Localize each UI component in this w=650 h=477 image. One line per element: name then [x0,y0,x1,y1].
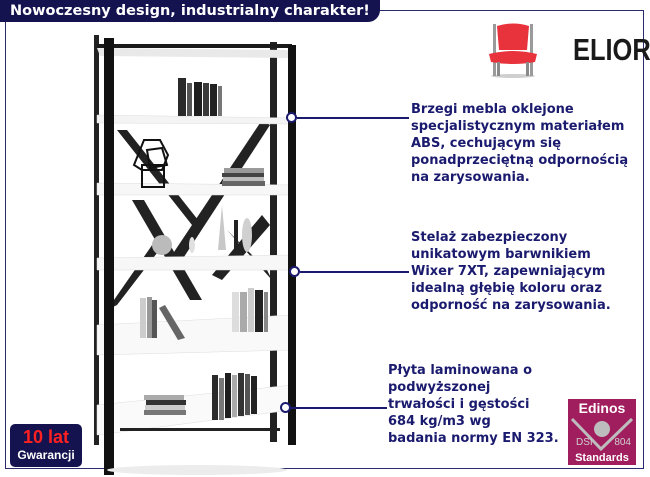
callout-2-leader [300,271,409,273]
callout-3-leader [291,407,387,409]
headline-banner: Nowoczesny design, industrialny charakte… [0,0,380,22]
callout-3-marker [280,402,291,413]
warranty-label: Gwarancji [17,448,75,462]
certificate-right-code: 804 [614,437,631,448]
warranty-years: 10 lat [22,427,70,447]
callout-laminate-board: Płyta laminowana o podwyższonej trwałośc… [388,363,559,446]
certificate-label: Standards [575,452,629,464]
brand-name: ELIOR [573,32,650,67]
callout-frame-coating: Stelaż zabezpieczony unikatowym barwniki… [411,230,611,313]
edinos-certificate-badge: Edinos DSI 804 Standards [568,399,636,465]
certificate-brand: Edinos [578,400,626,416]
warranty-badge: 10 lat Gwarancji [10,424,82,467]
certificate-left-code: DSI [576,437,593,448]
callout-2-marker [289,266,300,277]
red-chair-icon [489,23,537,78]
checkmark-ball-icon [570,417,634,452]
brand-logo: ELIOR [483,18,650,80]
callout-abs-edges: Brzegi mebla oklejone specjalistycznym m… [411,102,629,185]
callout-1-marker [286,112,297,123]
bookshelf-illustration [94,35,296,475]
callout-1-leader [297,117,409,119]
